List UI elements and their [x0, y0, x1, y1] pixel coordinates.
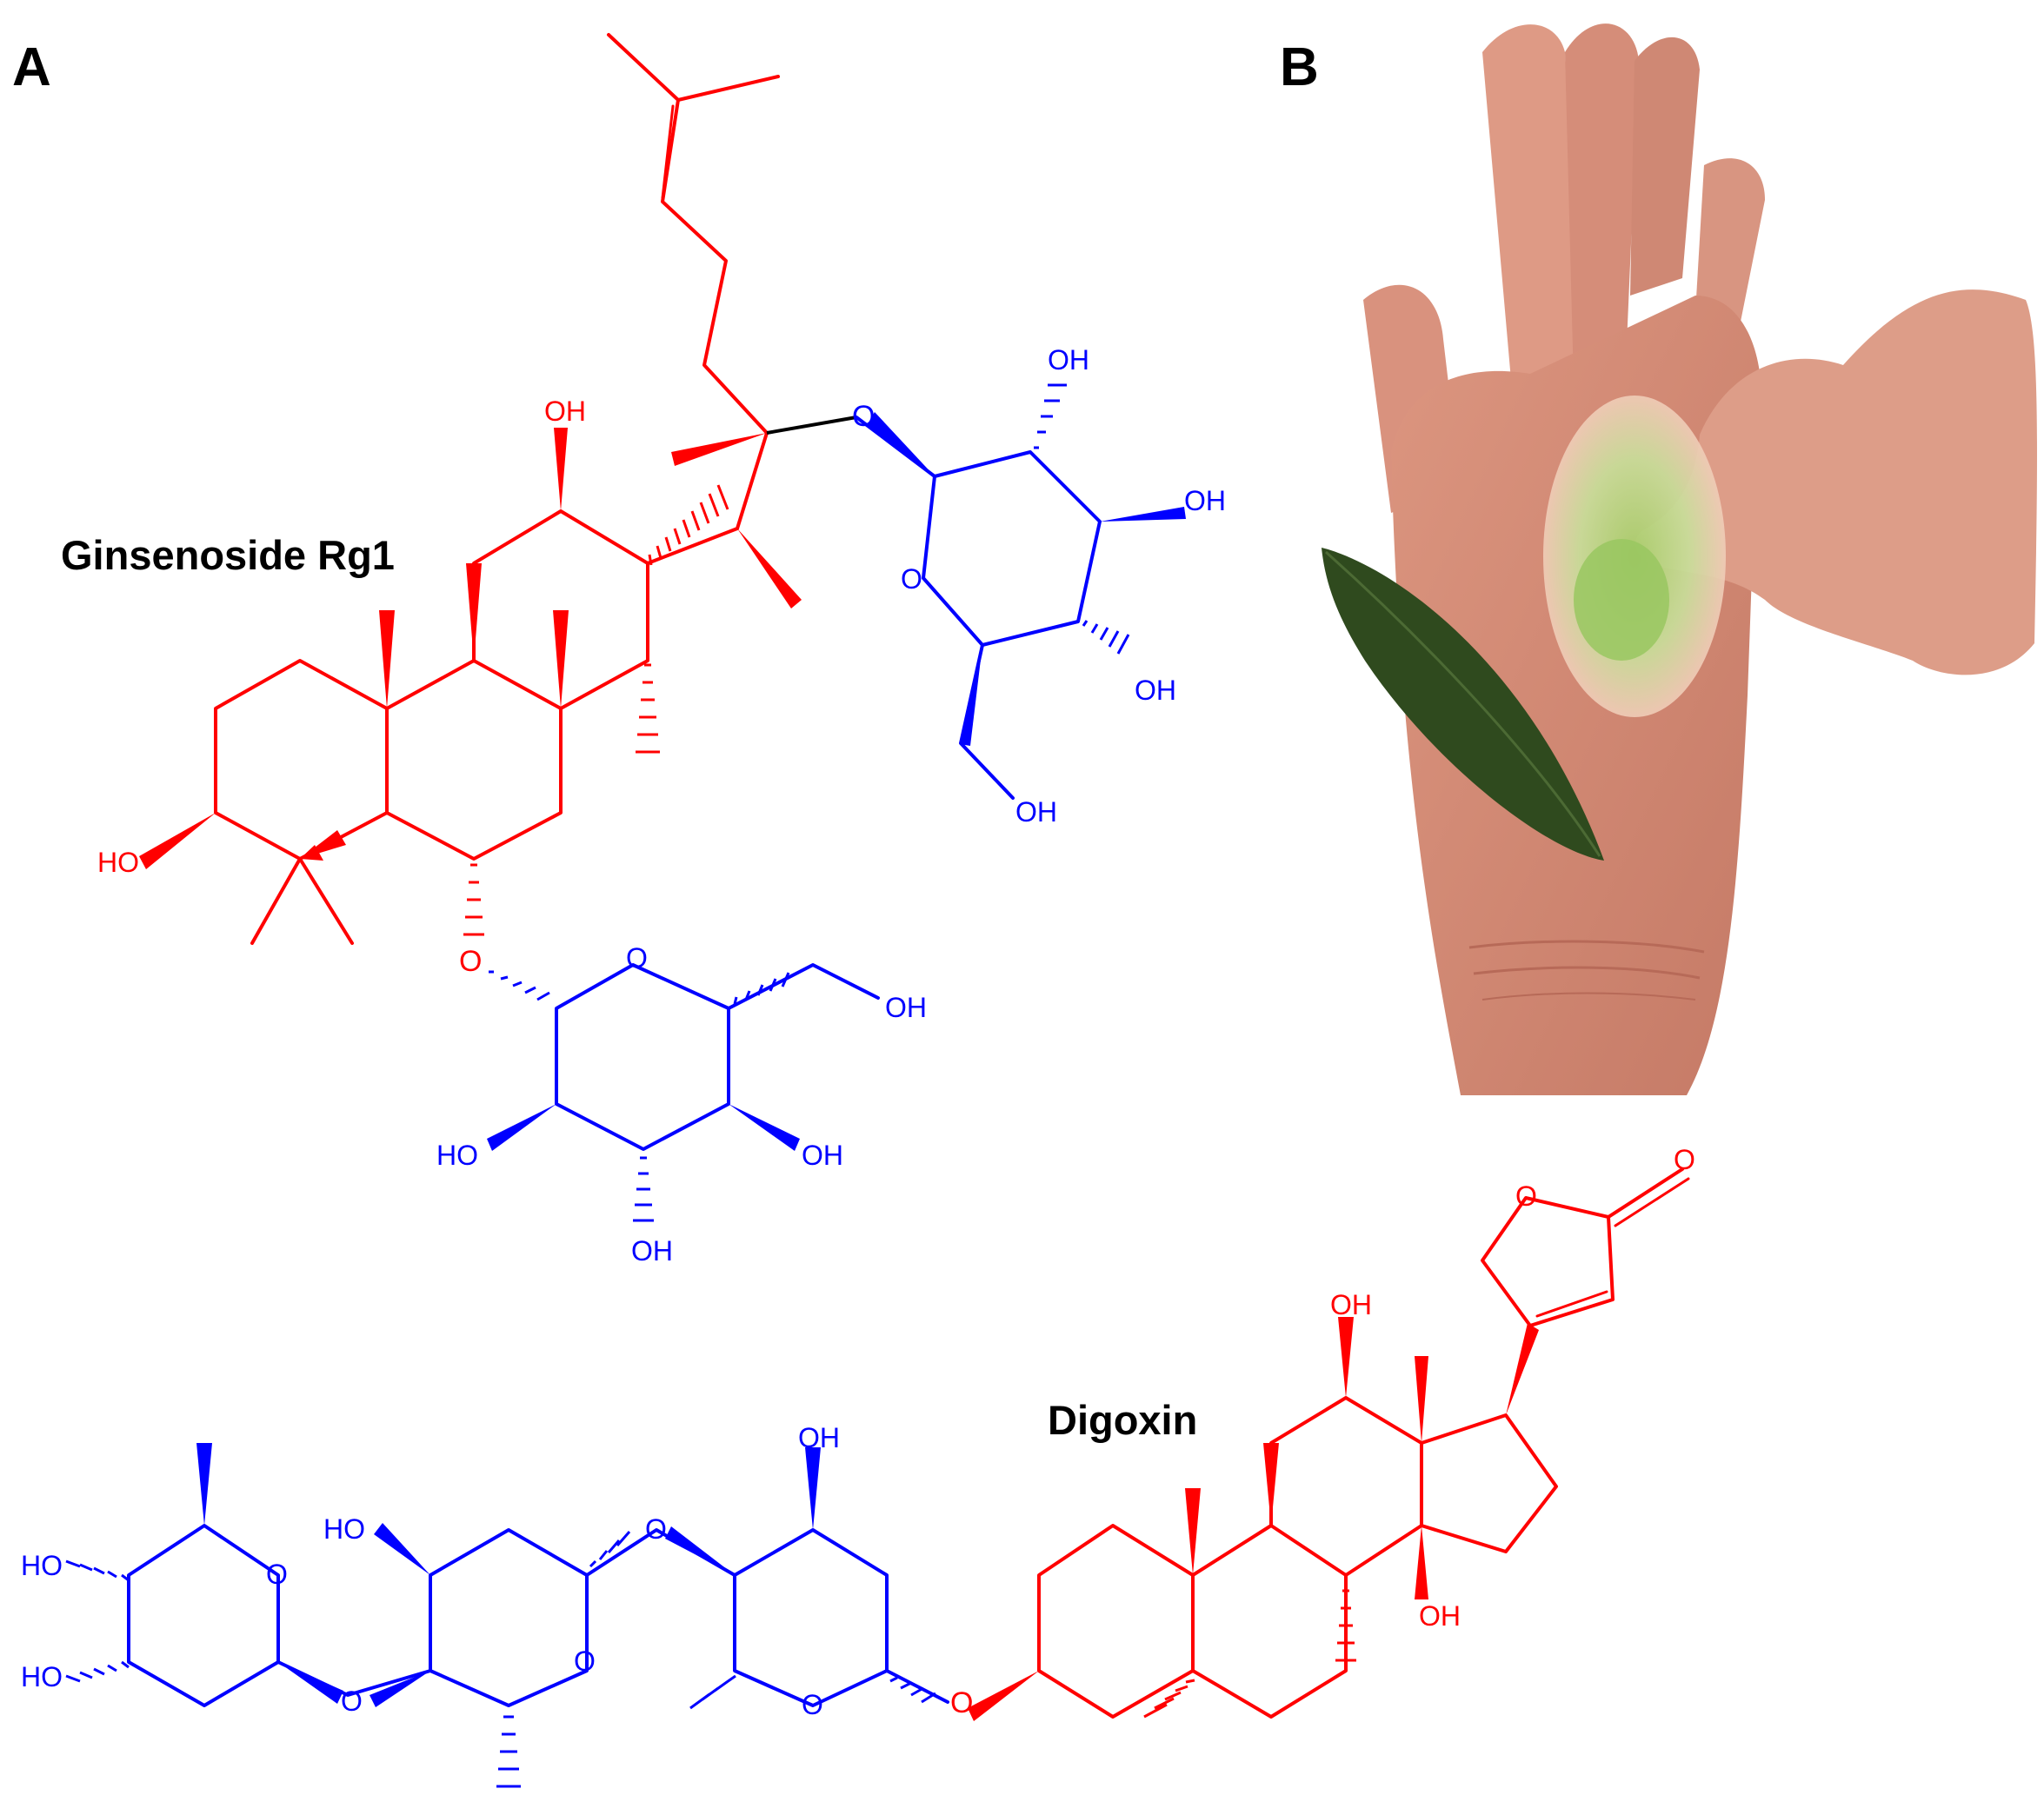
digoxin-name: Digoxin — [1048, 1397, 1197, 1443]
ginsenoside-structure: OH HO O O O OH OH OH OH — [97, 33, 1226, 1267]
panel-label-b: B — [1280, 37, 1319, 97]
ginsenoside-sugar-lower-ho: HO — [436, 1140, 478, 1171]
ginsenoside-sugar-upper — [855, 416, 1102, 800]
ginsenoside-name: Ginsenoside Rg1 — [61, 532, 395, 578]
ginsenoside-sugar-lower-oh3: OH — [631, 1235, 673, 1267]
digoxin-o-c3: O — [950, 1686, 973, 1719]
digoxin-sugar3-oh: OH — [798, 1422, 840, 1453]
ginsenoside-o-c6: O — [459, 945, 482, 978]
ginsenoside-wedges — [139, 428, 802, 869]
digoxin-link-o2: O — [645, 1513, 667, 1545]
ginsenoside-sugar-lower — [555, 963, 880, 1151]
ginsenoside-sugar-upper-ring-o: O — [901, 563, 922, 595]
ginsenoside-aglycone — [214, 33, 780, 945]
digoxin-lactone-carbonyl-o: O — [1674, 1144, 1695, 1175]
digoxin-sugar1-ring-o: O — [266, 1559, 288, 1590]
ginsenoside-sugar-upper-oh3: OH — [1135, 675, 1176, 706]
panel-label-a: A — [12, 37, 51, 97]
ginsenoside-sugar-lower-oh1: OH — [885, 992, 927, 1023]
ginsenoside-oh-c12: OH — [544, 396, 586, 427]
digoxin-sugar1-ho1: HO — [21, 1550, 63, 1581]
ginsenoside-sugar-upper-oh1: OH — [1048, 344, 1089, 376]
digoxin-sugar2-ring-o: O — [574, 1646, 596, 1677]
ginsenoside-sugar-lower-ring-o: O — [626, 942, 648, 974]
ginsenoside-sugar-lower-oh2: OH — [802, 1140, 843, 1171]
ginsenoside-sugar-lower-hashes — [489, 970, 790, 1222]
digoxin-wedges — [968, 1317, 1539, 1721]
digoxin-oh-c12: OH — [1330, 1289, 1372, 1320]
digoxin-sugar-wedges — [196, 1443, 821, 1707]
digoxin-aglycone — [1037, 1167, 1690, 1719]
digoxin-oh-c14: OH — [1419, 1600, 1461, 1632]
digoxin-sugar1-ho2: HO — [21, 1661, 63, 1692]
hand-photo — [1322, 23, 2037, 1095]
digoxin-sugar2-ho: HO — [323, 1513, 365, 1545]
digoxin-link-o1: O — [341, 1686, 363, 1717]
ginsenoside-sugar-upper-wedges — [868, 412, 1186, 746]
ginsenoside-sugar-lower-wedges — [487, 1104, 800, 1151]
digoxin-sugar3-ring-o: O — [802, 1689, 823, 1720]
ginsenoside-sugar-upper-oh2: OH — [1184, 485, 1226, 516]
ginsenoside-sugar-upper-oh4: OH — [1015, 796, 1057, 828]
digoxin-sugars — [127, 1524, 949, 1707]
ginsenoside-ho-c3: HO — [97, 847, 139, 878]
digoxin-structure: OH OH O O O — [21, 1144, 1695, 1788]
ginsenoside-linker-bond — [766, 416, 857, 435]
ginsenoside-hashes — [463, 484, 729, 936]
ginsenoside-sugar-upper-hashes — [1034, 383, 1130, 655]
ginsenoside-sugar-upper-o-link: O — [852, 400, 875, 433]
digoxin-lactone-ring-o: O — [1515, 1180, 1537, 1212]
digoxin-hashes — [1143, 1589, 1356, 1719]
digoxin-sugar-hashes — [65, 1531, 936, 1788]
